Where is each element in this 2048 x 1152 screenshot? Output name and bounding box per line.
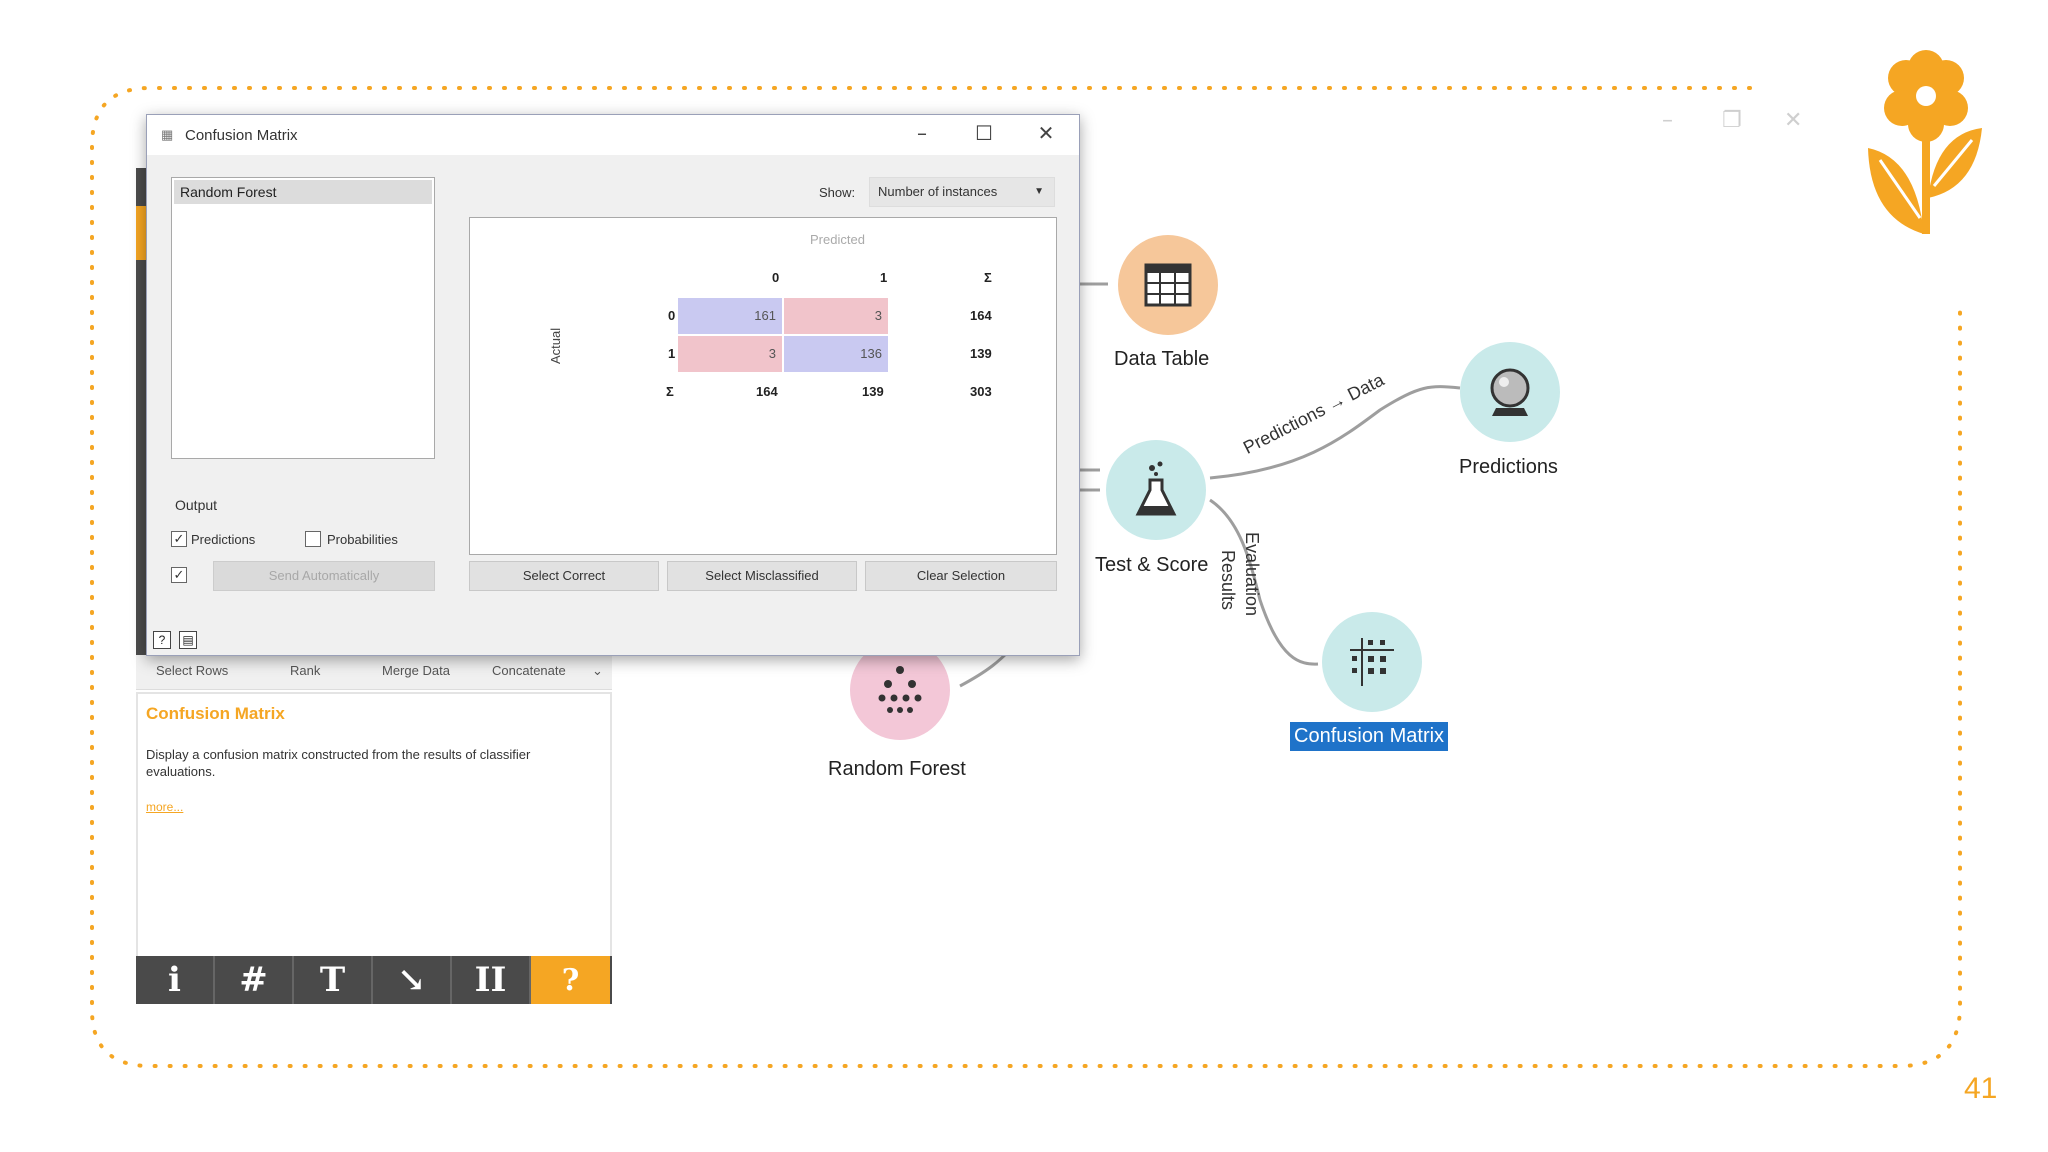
probabilities-checkbox[interactable] <box>305 531 321 547</box>
matrix-total: 303 <box>970 384 992 399</box>
random-forest-label: Random Forest <box>828 758 966 780</box>
data-table-label: Data Table <box>1114 348 1210 370</box>
dropdown-arrow-icon: ▼ <box>1034 186 1044 197</box>
send-automatically-button[interactable]: Send Automatically <box>213 561 435 591</box>
clear-selection-button[interactable]: Clear Selection <box>865 561 1057 591</box>
results-link-label: Results <box>1218 550 1238 611</box>
row-sum-0: 164 <box>970 308 992 323</box>
row-header-0: 0 <box>668 308 676 323</box>
pause-button[interactable]: II <box>452 956 531 1004</box>
window-icon: ▦ <box>161 127 174 142</box>
bottom-toolbar: i # T ↘ II ? <box>136 956 612 1004</box>
test-score-node[interactable] <box>1106 440 1206 540</box>
grid-button[interactable]: # <box>215 956 294 1004</box>
page-number: 41 <box>1964 1072 1998 1105</box>
select-correct-button[interactable]: Select Correct <box>469 561 659 591</box>
concatenate-widget[interactable]: Concatenate <box>492 663 566 678</box>
help-question-icon[interactable]: ? <box>153 631 171 649</box>
output-label: Output <box>175 497 218 513</box>
chevron-down-icon[interactable]: ⌄ <box>592 663 603 678</box>
rank-widget[interactable]: Rank <box>290 663 321 678</box>
dialog-titlebar: ▦ Confusion Matrix – ☐ ✕ <box>147 115 1079 155</box>
show-label: Show: <box>819 185 856 200</box>
show-select-value: Number of instances <box>878 184 998 199</box>
col-sum-1: 139 <box>862 384 884 399</box>
tree-icon <box>878 666 922 713</box>
confusion-matrix-node[interactable] <box>1322 612 1422 712</box>
confusion-matrix-dialog: ▦ Confusion Matrix – ☐ ✕ Random Forest O… <box>146 114 1080 656</box>
model-item-random-forest[interactable]: Random Forest <box>174 180 432 204</box>
actual-axis-label: Actual <box>548 327 563 364</box>
test-score-label: Test & Score <box>1095 554 1209 576</box>
canvas-restore-icon[interactable]: ❐ <box>1722 108 1742 133</box>
merge-data-widget[interactable]: Merge Data <box>382 663 450 678</box>
flower-logo-icon <box>1868 50 1982 234</box>
col-header-sum: Σ <box>984 270 992 285</box>
maximize-icon[interactable]: ☐ <box>975 121 993 145</box>
matrix-cell-0-1[interactable]: 3 <box>784 298 888 334</box>
send-automatically-checkbox[interactable]: ✓ <box>171 567 187 583</box>
predicted-axis-label: Predicted <box>810 232 865 247</box>
minimize-icon[interactable]: – <box>917 121 927 145</box>
help-panel: Confusion Matrix Display a confusion mat… <box>136 692 612 960</box>
close-icon[interactable]: ✕ <box>1037 121 1055 145</box>
flask-icon <box>1135 461 1177 516</box>
evaluation-link-label: Evaluation <box>1242 532 1262 617</box>
arrow-annotation-button[interactable]: ↘ <box>373 956 452 1004</box>
table-icon <box>1144 263 1192 307</box>
confusion-grid-icon <box>1350 638 1394 686</box>
predictions-label: Predictions <box>1459 456 1558 478</box>
canvas-minimize-icon[interactable]: – <box>1662 108 1673 133</box>
row-sum-1: 139 <box>970 346 992 361</box>
info-button[interactable]: i <box>136 956 215 1004</box>
report-icon[interactable]: ▤ <box>179 631 197 649</box>
predictions-node[interactable] <box>1460 342 1560 442</box>
data-table-node[interactable] <box>1118 235 1218 335</box>
matrix-cell-1-1[interactable]: 136 <box>784 336 888 372</box>
show-select[interactable]: Number of instances ▼ <box>869 177 1055 207</box>
col-header-1: 1 <box>880 270 888 285</box>
widget-toolbar-row: Select Rows Rank Merge Data Concatenate … <box>136 655 612 690</box>
select-rows-widget[interactable]: Select Rows <box>156 663 229 678</box>
confusion-matrix-label[interactable]: Confusion Matrix <box>1290 722 1449 751</box>
help-title: Confusion Matrix <box>146 704 285 723</box>
row-header-1: 1 <box>668 346 676 361</box>
dialog-title: Confusion Matrix <box>185 127 298 144</box>
predictions-checkbox[interactable]: ✓ <box>171 531 187 547</box>
matrix-cell-0-0[interactable]: 161 <box>678 298 782 334</box>
predictions-checkbox-label: Predictions <box>191 532 256 547</box>
help-more-link[interactable]: more... <box>146 800 184 814</box>
help-description: Display a confusion matrix constructed f… <box>146 747 531 779</box>
select-misclassified-button[interactable]: Select Misclassified <box>667 561 857 591</box>
probabilities-checkbox-label: Probabilities <box>327 532 398 547</box>
matrix-cell-1-0[interactable]: 3 <box>678 336 782 372</box>
help-button[interactable]: ? <box>531 956 610 1004</box>
random-forest-node[interactable] <box>850 640 950 740</box>
col-header-0: 0 <box>772 270 780 285</box>
row-header-sum: Σ <box>666 384 674 399</box>
model-list[interactable]: Random Forest <box>171 177 435 459</box>
confusion-matrix-table: Predicted Actual 0 1 Σ 0 1 Σ 161 3 3 136… <box>469 217 1057 555</box>
col-sum-0: 164 <box>756 384 778 399</box>
crystal-ball-icon <box>1490 368 1530 416</box>
canvas-close-icon[interactable]: ✕ <box>1784 108 1803 133</box>
text-annotation-button[interactable]: T <box>294 956 373 1004</box>
